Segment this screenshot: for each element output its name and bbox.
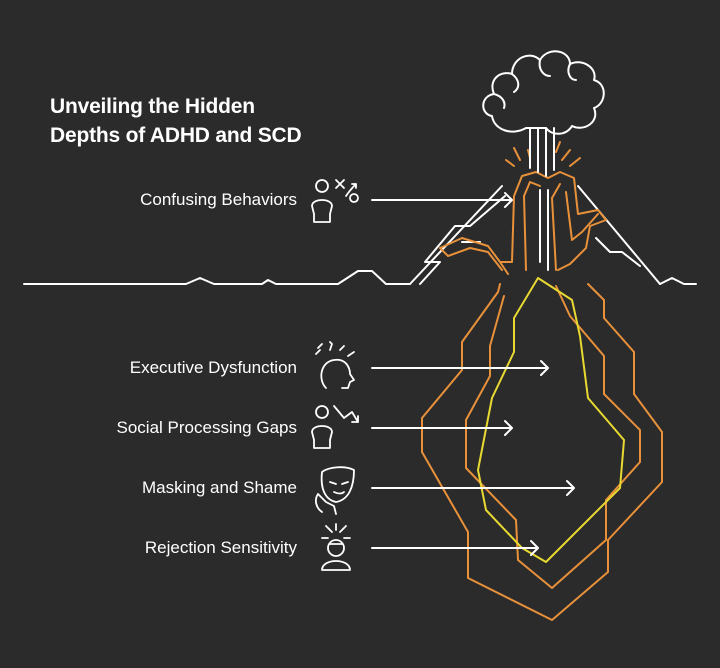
person-arrow-icon (311, 405, 359, 449)
arrow-social-processing-gaps (371, 420, 513, 436)
arrow-confusing-behaviors (371, 192, 513, 208)
arrow-rejection-sensitivity (371, 540, 539, 556)
mask-icon (315, 466, 355, 515)
label-executive-dysfunction: Executive Dysfunction (129, 358, 297, 377)
vent-core (539, 189, 549, 271)
mountain-snow-right (595, 237, 641, 267)
lava-outer (439, 171, 607, 271)
smoke-cloud (482, 50, 605, 135)
head-stress-icon (315, 341, 355, 389)
arrow-executive-dysfunction (371, 360, 549, 376)
mountain-outline (409, 185, 661, 285)
title-line-2: Depths of ADHD and SCD (50, 124, 302, 147)
lava-inner (499, 181, 599, 275)
label-masking-and-shame: Masking and Shame (142, 478, 297, 497)
person-alarm-icon (321, 523, 351, 571)
label-social-processing-gaps: Social Processing Gaps (116, 418, 297, 437)
underground-middle (465, 285, 641, 589)
vent-column (529, 127, 555, 177)
ground-line (23, 270, 697, 285)
mountain-snow-left (419, 195, 506, 285)
page-title: Unveiling the Hidden Depths of ADHD and … (50, 92, 370, 150)
arrows (371, 192, 575, 556)
person-confused-icon (311, 179, 359, 223)
label-confusing-behaviors: Confusing Behaviors (140, 190, 297, 209)
lava-splash (505, 141, 581, 167)
underground-outer (421, 283, 663, 621)
arrow-masking-and-shame (371, 480, 575, 496)
label-rejection-sensitivity: Rejection Sensitivity (144, 538, 297, 557)
smoke-cloud-detail (493, 59, 577, 109)
title-line-1: Unveiling the Hidden (50, 95, 255, 118)
underground-core (477, 277, 625, 563)
